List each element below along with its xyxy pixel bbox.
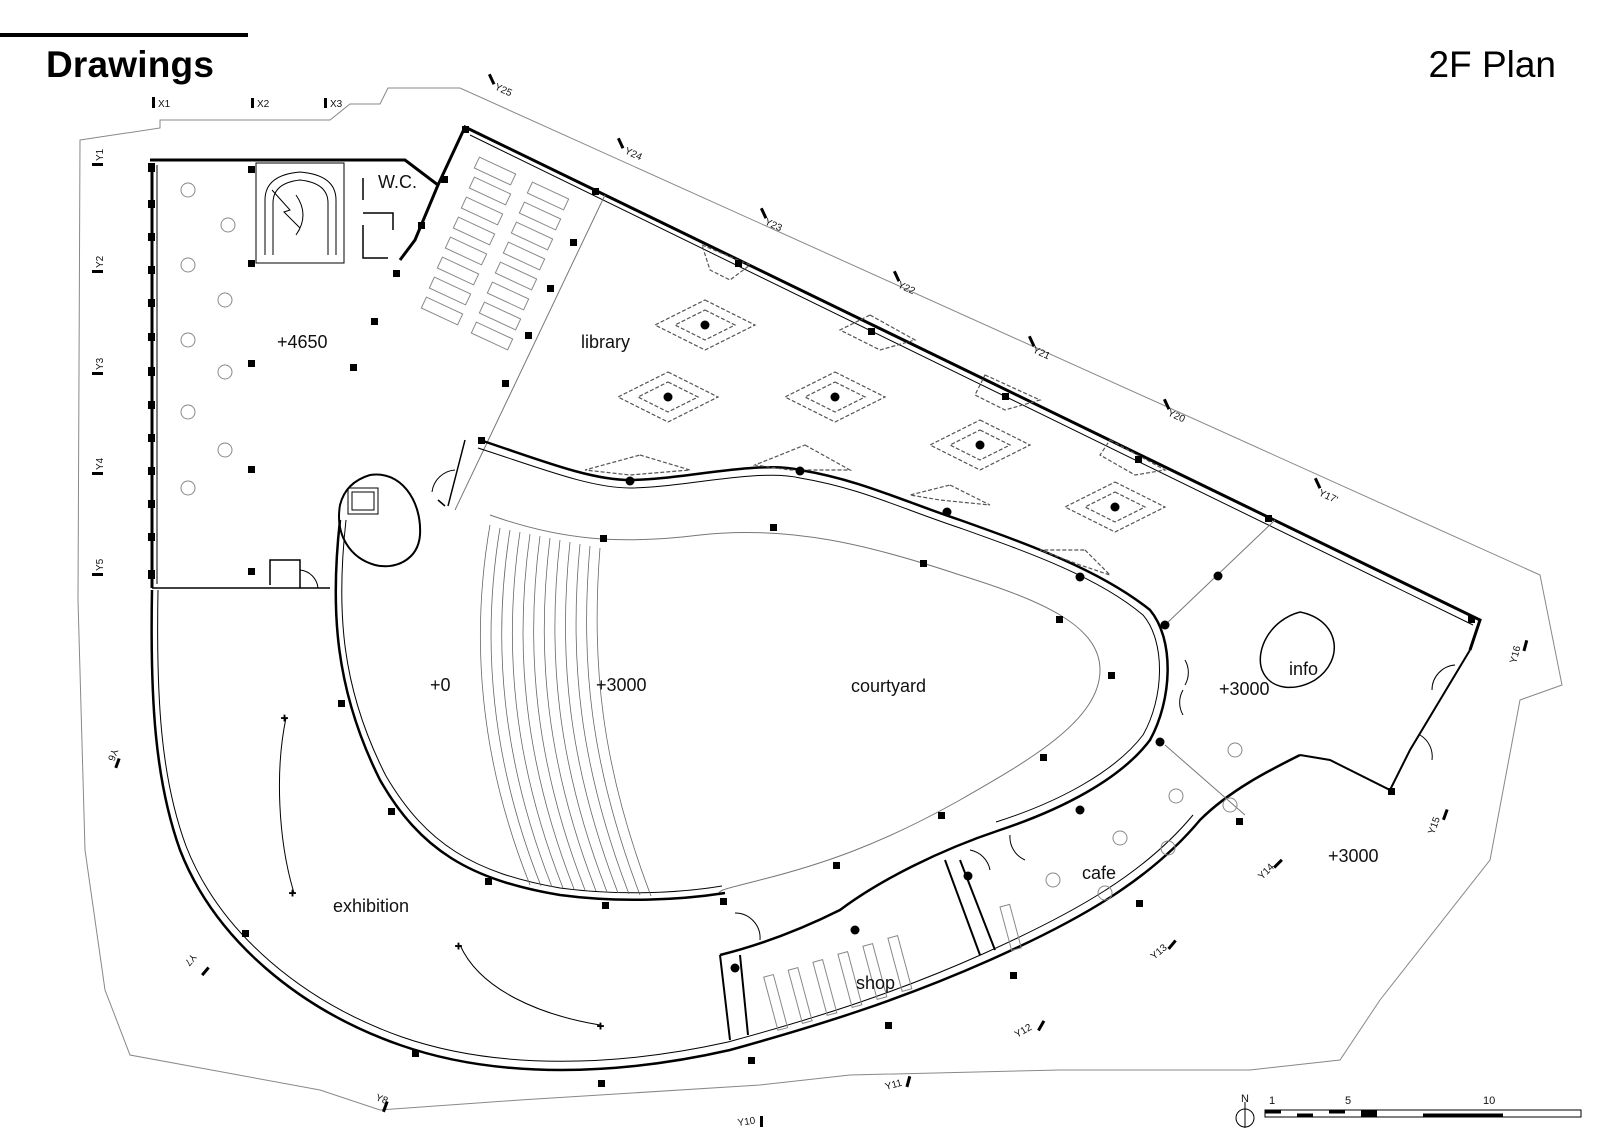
grid-label-y23: Y23 [763,217,784,235]
scale-tick-1: 1 [1269,1095,1275,1107]
shop-fixtures [763,903,1022,1031]
amphitheatre-steps [479,524,652,897]
grid-label-y6: Y6 [105,747,120,763]
room-label-courtyard: courtyard [851,676,926,696]
svg-text:+: + [281,711,288,725]
grid-label-y15: Y15 [1426,815,1443,836]
grid-label-y3: Y3 [95,357,106,370]
loop-wall-inner [477,447,1160,823]
grid-markers-y-west: Y1 Y2 Y3 Y4 Y5 Y6 Y7 Y8 Y10 Y11 Y12 Y13 … [92,73,1529,1129]
exhibition-outer-wall [150,589,1301,1072]
exhibition-outer-wall-inner [157,589,1194,1062]
courtyard-edge [489,514,1101,896]
west-curved-wall-inner [341,519,723,894]
outer-wall-north [150,124,1482,651]
room-label-exhibition: exhibition [333,896,409,916]
room-label-terrace: +3000 [1328,846,1379,866]
scale-tick-10: 10 [1483,1095,1495,1107]
wall-lounge-south [152,559,330,589]
grid-label-y5: Y5 [95,558,106,571]
grid-label-y4: Y4 [95,457,106,470]
structural-columns [148,126,1475,1087]
grid-label-x1: X1 [158,99,171,110]
loop-wall-outer [479,438,1169,957]
shop-walls [719,859,996,1041]
lounge-tables [180,182,236,496]
site-boundary [77,87,1563,1111]
scale-bar: 1 5 10 [1264,1095,1582,1118]
grid-label-y7: Y7 [182,951,199,968]
grid-label-y10: Y10 [737,1116,757,1129]
room-label-plus0: +0 [430,675,451,695]
svg-text:+: + [597,1019,604,1033]
header-rule [0,33,248,37]
grid-label-y17: Y17' [1317,488,1340,506]
grid-label-y8: Y8 [374,1092,390,1107]
grid-markers-x: X1 X2 X3 [152,97,343,110]
grid-label-x3: X3 [330,99,343,110]
lift-drum [338,473,422,568]
scale-tick-5: 5 [1345,1095,1351,1107]
north-arrow: N [1235,1093,1255,1128]
room-label-cafe: cafe [1082,863,1116,883]
grid-label-y25: Y25 [493,82,514,100]
wall-lounge-east [437,439,466,507]
page-title: Drawings [46,44,215,85]
library-tables [420,156,570,351]
grid-label-y14: Y14 [1256,861,1277,882]
room-label-steps: +3000 [596,675,647,695]
grid-label-y11: Y11 [884,1078,904,1093]
grid-label-y16: Y16 [1508,644,1523,664]
svg-text:+: + [455,939,462,953]
grid-label-y1: Y1 [95,148,106,161]
stair-core [255,162,345,264]
grid-label-y21: Y21 [1031,345,1052,363]
outer-wall-north-inner [156,134,1474,626]
wc-partition [362,178,394,259]
room-label-library: library [581,332,630,352]
grid-label-x2: X2 [257,99,270,110]
lobby-partition [1164,519,1276,816]
planter-trees [663,320,1120,512]
info-desk [1259,611,1335,689]
svg-text:+: + [289,886,296,900]
room-label-lobby: +3000 [1219,679,1270,699]
grid-label-y22: Y22 [896,280,917,298]
drawing-subtitle: 2F Plan [1428,44,1556,85]
library-planters [584,243,1167,576]
north-label: N [1241,1093,1249,1105]
west-curved-wall [334,519,726,901]
grid-label-y2: Y2 [95,255,106,268]
room-label-shop: shop [856,973,895,993]
room-label-lounge: +4650 [277,332,328,352]
grid-label-y13: Y13 [1149,942,1170,962]
cafe-tables [1045,742,1243,901]
grid-label-y20: Y20 [1166,408,1187,426]
room-label-wc: W.C. [378,172,417,192]
exhibition-screens: + + + + [278,711,605,1034]
room-label-info: info [1289,659,1318,679]
wall-library-west [454,194,606,511]
grid-label-y24: Y24 [623,146,644,164]
door-swings [299,469,1456,941]
grid-label-y12: Y12 [1013,1022,1034,1041]
